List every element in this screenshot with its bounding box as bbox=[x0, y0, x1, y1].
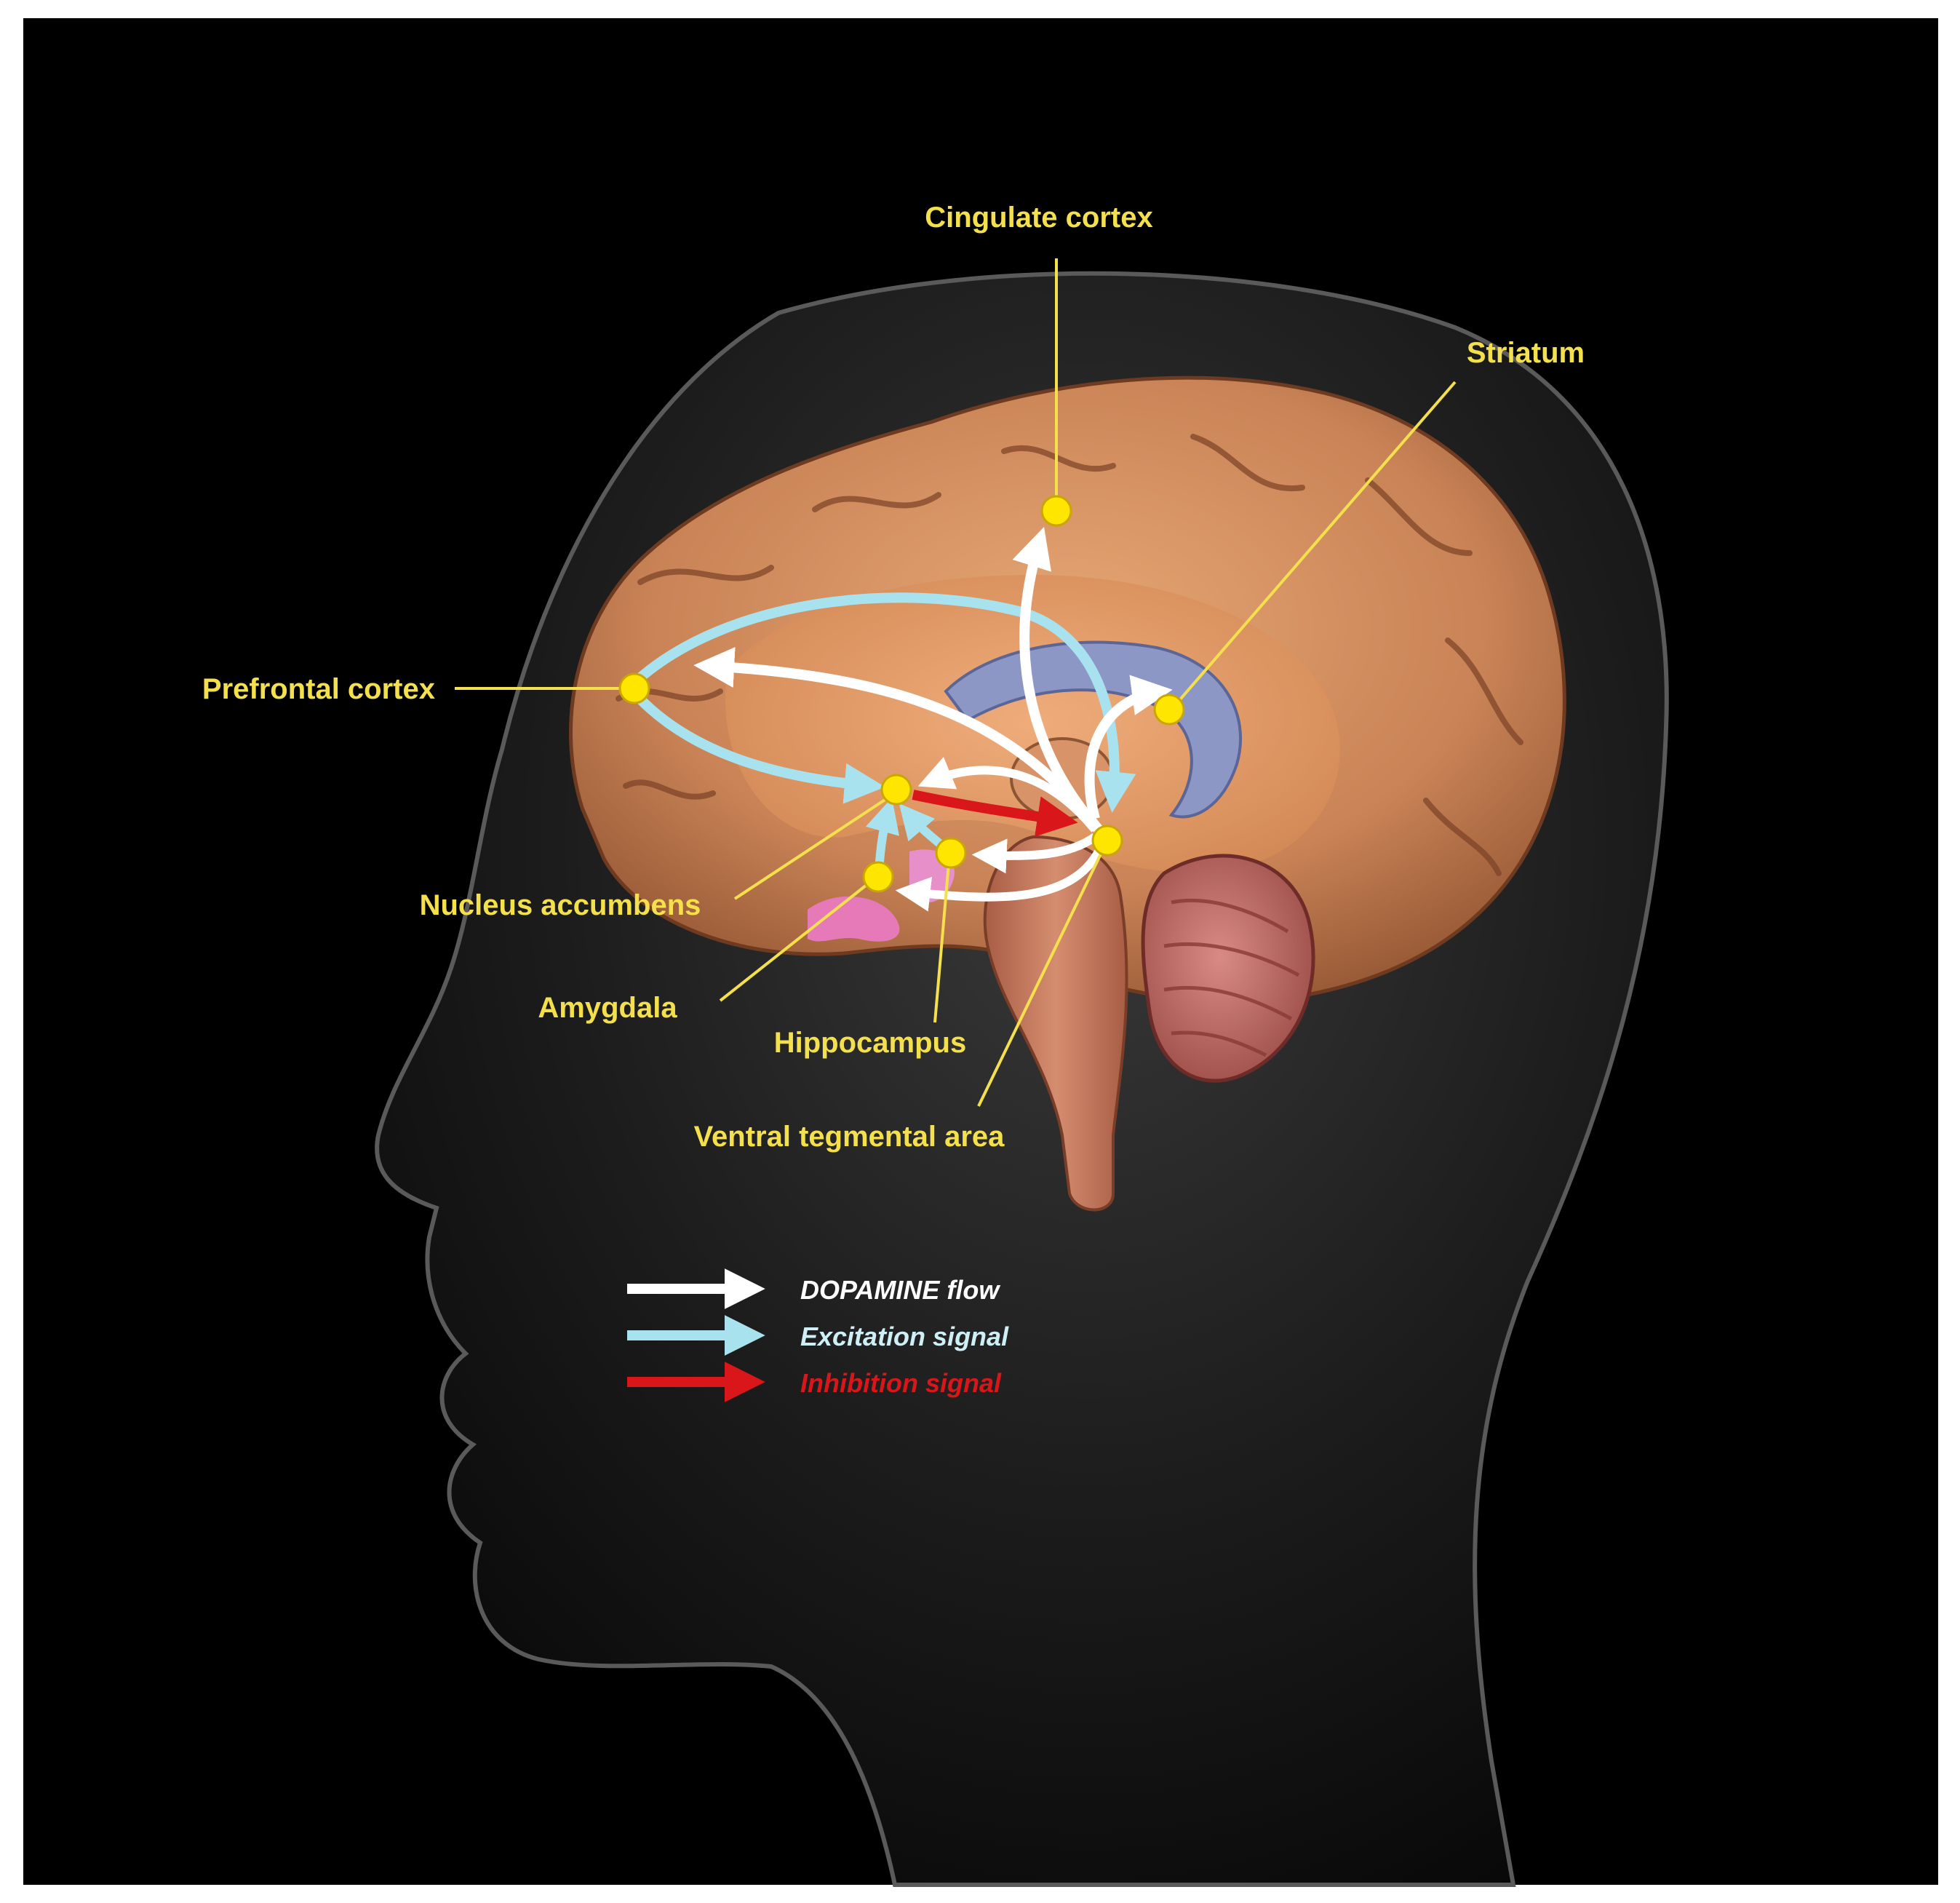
label-hippocampus: Hippocampus bbox=[774, 1027, 966, 1059]
dopamine-arrow-vta-amygdala bbox=[895, 842, 1107, 912]
node-accumbens bbox=[880, 774, 912, 806]
leader-lines bbox=[455, 258, 1457, 1107]
legend-label-excitation: Excitation signal bbox=[800, 1322, 1009, 1351]
brainstem bbox=[983, 835, 1128, 1212]
node-hippocampus bbox=[935, 837, 967, 869]
node-striatum bbox=[1153, 694, 1185, 726]
label-vta: Ventral tegmental area bbox=[694, 1121, 1005, 1153]
gyri-lines bbox=[616, 434, 1523, 876]
region-labels: Cingulate cortex Striatum Prefrontal cor… bbox=[202, 202, 1585, 1153]
legend: DOPAMINE flow Excitation signal Inhibiti… bbox=[627, 1268, 1009, 1402]
cerebellum-folia bbox=[1163, 898, 1300, 1057]
legend-label-dopamine: DOPAMINE flow bbox=[800, 1275, 1000, 1305]
label-amygdala: Amygdala bbox=[538, 992, 677, 1024]
label-cingulate: Cingulate cortex bbox=[925, 202, 1152, 234]
leader-striatum bbox=[1170, 381, 1457, 711]
dopamine-arrow-vta-hippocampus bbox=[971, 833, 1098, 874]
dopamine-arrow-vta-striatum bbox=[1084, 675, 1173, 820]
legend-label-inhibition: Inhibition signal bbox=[800, 1368, 1002, 1398]
label-striatum: Striatum bbox=[1467, 337, 1585, 369]
node-amygdala bbox=[862, 861, 894, 893]
leader-hippocampus bbox=[933, 854, 951, 1023]
node-cingulate bbox=[1040, 495, 1072, 527]
leader-vta bbox=[977, 840, 1109, 1107]
node-vta bbox=[1091, 825, 1123, 857]
cerebellum bbox=[1141, 854, 1315, 1083]
label-accumbens: Nucleus accumbens bbox=[420, 889, 701, 921]
label-prefrontal: Prefrontal cortex bbox=[202, 673, 435, 705]
excitation-arrow-prefrontal-accumbens bbox=[629, 688, 885, 804]
amygdala-structure bbox=[808, 896, 900, 942]
inhibition-arrow-accumbens-vta bbox=[912, 790, 1078, 837]
leader-accumbens bbox=[733, 792, 896, 900]
node-prefrontal bbox=[618, 672, 650, 704]
region-nodes bbox=[618, 495, 1185, 893]
leader-amygdala bbox=[719, 875, 878, 1002]
